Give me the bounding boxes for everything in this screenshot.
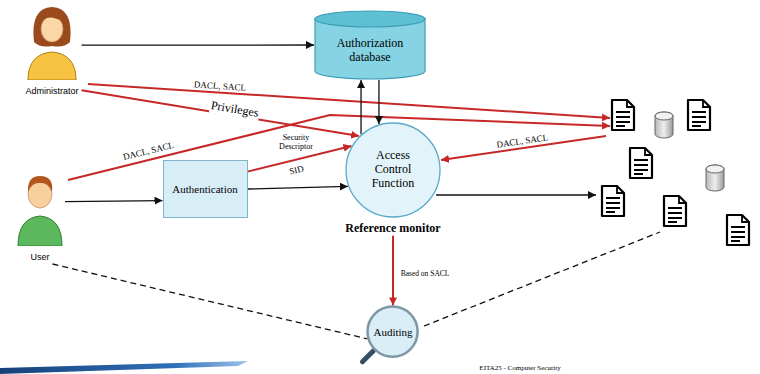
hair xyxy=(33,7,70,47)
connector xyxy=(65,201,163,202)
circle-outline xyxy=(346,123,440,217)
actor-label: User xyxy=(30,252,49,262)
body xyxy=(18,216,62,246)
connector xyxy=(248,186,348,189)
node-label: Auditing xyxy=(373,326,412,339)
connector xyxy=(392,236,394,306)
node-label: Authorization database xyxy=(324,37,416,65)
magnifier-lens xyxy=(368,307,418,357)
resource-icons xyxy=(602,100,749,245)
disk-icon xyxy=(655,112,673,138)
connector xyxy=(82,90,360,136)
edge-label: Privileges xyxy=(209,99,261,121)
database-cylinder: Authorization database xyxy=(314,10,426,80)
connector xyxy=(360,80,361,134)
file-icon xyxy=(688,100,710,130)
footer-bar xyxy=(0,361,248,374)
file-icon xyxy=(630,148,652,178)
disk-icon xyxy=(706,165,724,191)
file-icon xyxy=(664,196,686,226)
footer-note: EITA25 - Computer Security xyxy=(479,364,560,372)
process-box: Authentication xyxy=(163,160,248,218)
auditing-magnifier: Auditing xyxy=(352,305,433,372)
person-icon xyxy=(15,168,65,246)
edge-label: Based on SACL xyxy=(400,270,451,279)
acl-label: DACL, SACL xyxy=(496,132,549,150)
descriptor-label: Security Descriptor xyxy=(272,134,320,152)
access-arrow xyxy=(436,194,596,195)
reference-monitor-circle: Access Control FunctionReference monitor xyxy=(343,122,442,236)
file-icon xyxy=(612,100,634,130)
acl-line xyxy=(88,84,610,118)
connector xyxy=(378,80,379,124)
body xyxy=(28,52,76,80)
hair xyxy=(28,176,52,192)
magnifier-icon xyxy=(352,305,433,372)
face xyxy=(41,16,63,42)
connector xyxy=(53,264,368,339)
node-label: Authentication xyxy=(172,183,237,196)
magnifier-handle xyxy=(363,351,374,362)
file-icon xyxy=(602,186,624,216)
acl-line xyxy=(68,115,610,180)
cylinder-top xyxy=(315,11,425,27)
edge-label: SID xyxy=(287,163,306,177)
user-actor: User xyxy=(15,168,65,264)
node-label: Access Control Function xyxy=(362,149,424,190)
administrator-actor: Administrator xyxy=(22,2,81,98)
file-icon xyxy=(727,215,749,245)
hair xyxy=(40,14,64,24)
person-icon xyxy=(24,2,80,80)
audit-line xyxy=(424,232,660,326)
actor-label: Administrator xyxy=(25,86,78,96)
acl-label: DACL, SACL xyxy=(194,79,247,93)
node-heading: Reference monitor xyxy=(345,222,440,236)
connector xyxy=(82,44,315,46)
